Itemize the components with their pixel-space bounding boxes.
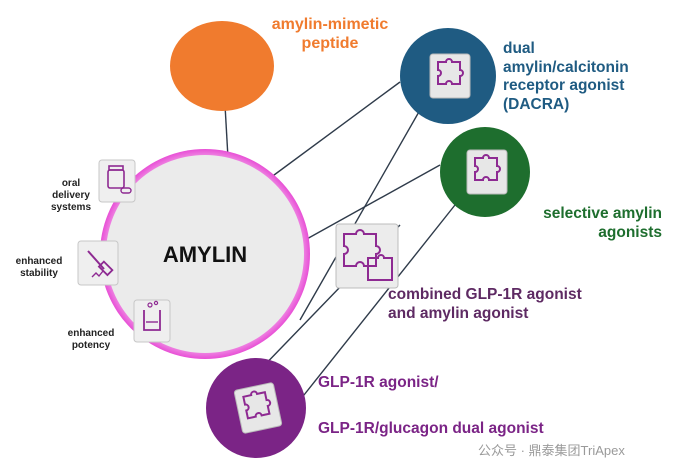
line-to-dacra-b	[299, 109, 421, 321]
enhanced-stability-label: enhanced stability	[15, 256, 63, 279]
hammer-icon	[77, 240, 119, 286]
glp1r-label-line2: GLP-1R/glucagon dual agonist	[318, 420, 544, 437]
oral-delivery-label: oral delivery systems	[50, 178, 92, 213]
line-to-dacra-a	[269, 81, 401, 179]
amylin-mimetic-label: amylin-mimetic peptide	[271, 16, 389, 53]
pill-bottle-icon	[98, 159, 136, 203]
line-to-selective-a	[304, 164, 441, 241]
selective-label: selective amylin agonists	[543, 205, 662, 241]
puzzle-icon	[335, 223, 399, 289]
line-to-selective-b	[299, 204, 456, 401]
enhanced-potency-label: enhanced potency	[67, 328, 115, 351]
amylin-mimetic-node	[170, 21, 274, 111]
dacra-label: dual amylin/calcitonin receptor agonist …	[503, 40, 629, 113]
beaker-icon	[133, 299, 171, 343]
amylin-center-label: AMYLIN	[162, 242, 248, 267]
combined-label: combined GLP-1R agonist and amylin agoni…	[388, 286, 582, 322]
puzzle-icon	[429, 53, 471, 99]
line-to-mimetic	[224, 104, 229, 159]
puzzle-icon	[232, 381, 284, 435]
glp1r-label-line1: GLP-1R agonist/	[318, 374, 439, 391]
watermark: 公众号 · 鼎泰集团TriApex	[478, 443, 625, 458]
puzzle-icon	[466, 149, 508, 195]
